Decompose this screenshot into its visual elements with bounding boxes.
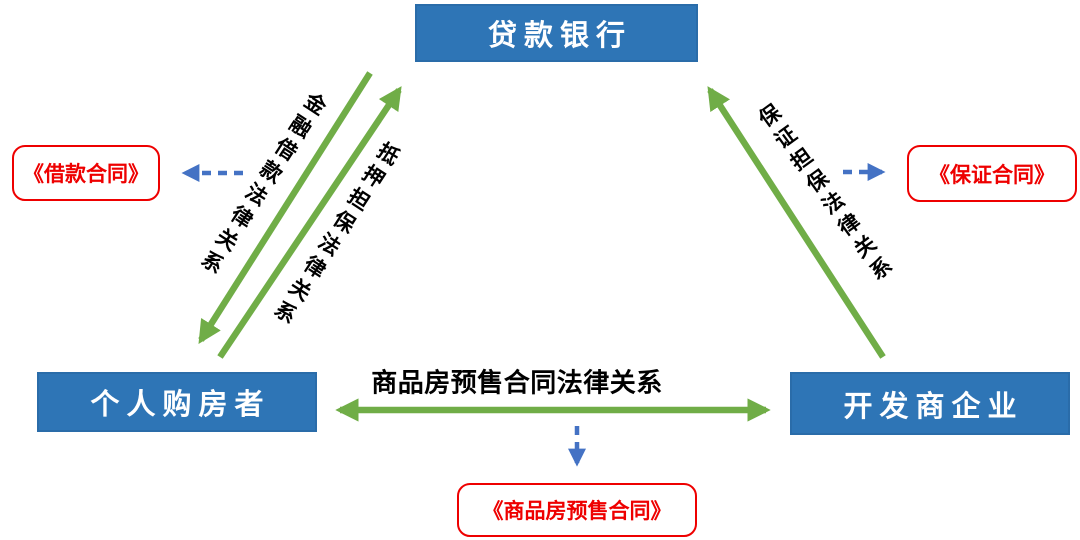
contract-guarantee-box: 《保证合同》 <box>907 145 1077 202</box>
arrow-financial-loan <box>198 71 373 344</box>
contract-presale-box: 《商品房预售合同》 <box>457 483 697 537</box>
node-individual-buyer: 个人购房者 <box>37 372 317 432</box>
contract-loan-box: 《借款合同》 <box>12 145 160 201</box>
node-developer-enterprise: 开发商企业 <box>790 372 1070 435</box>
arrow-surety-guarantee <box>707 86 886 359</box>
relation-label-presale-contract: 商品房预售合同法律关系 <box>371 367 663 398</box>
arrow-mortgage-guarantee <box>217 86 402 359</box>
node-lending-bank: 贷款银行 <box>415 4 698 62</box>
